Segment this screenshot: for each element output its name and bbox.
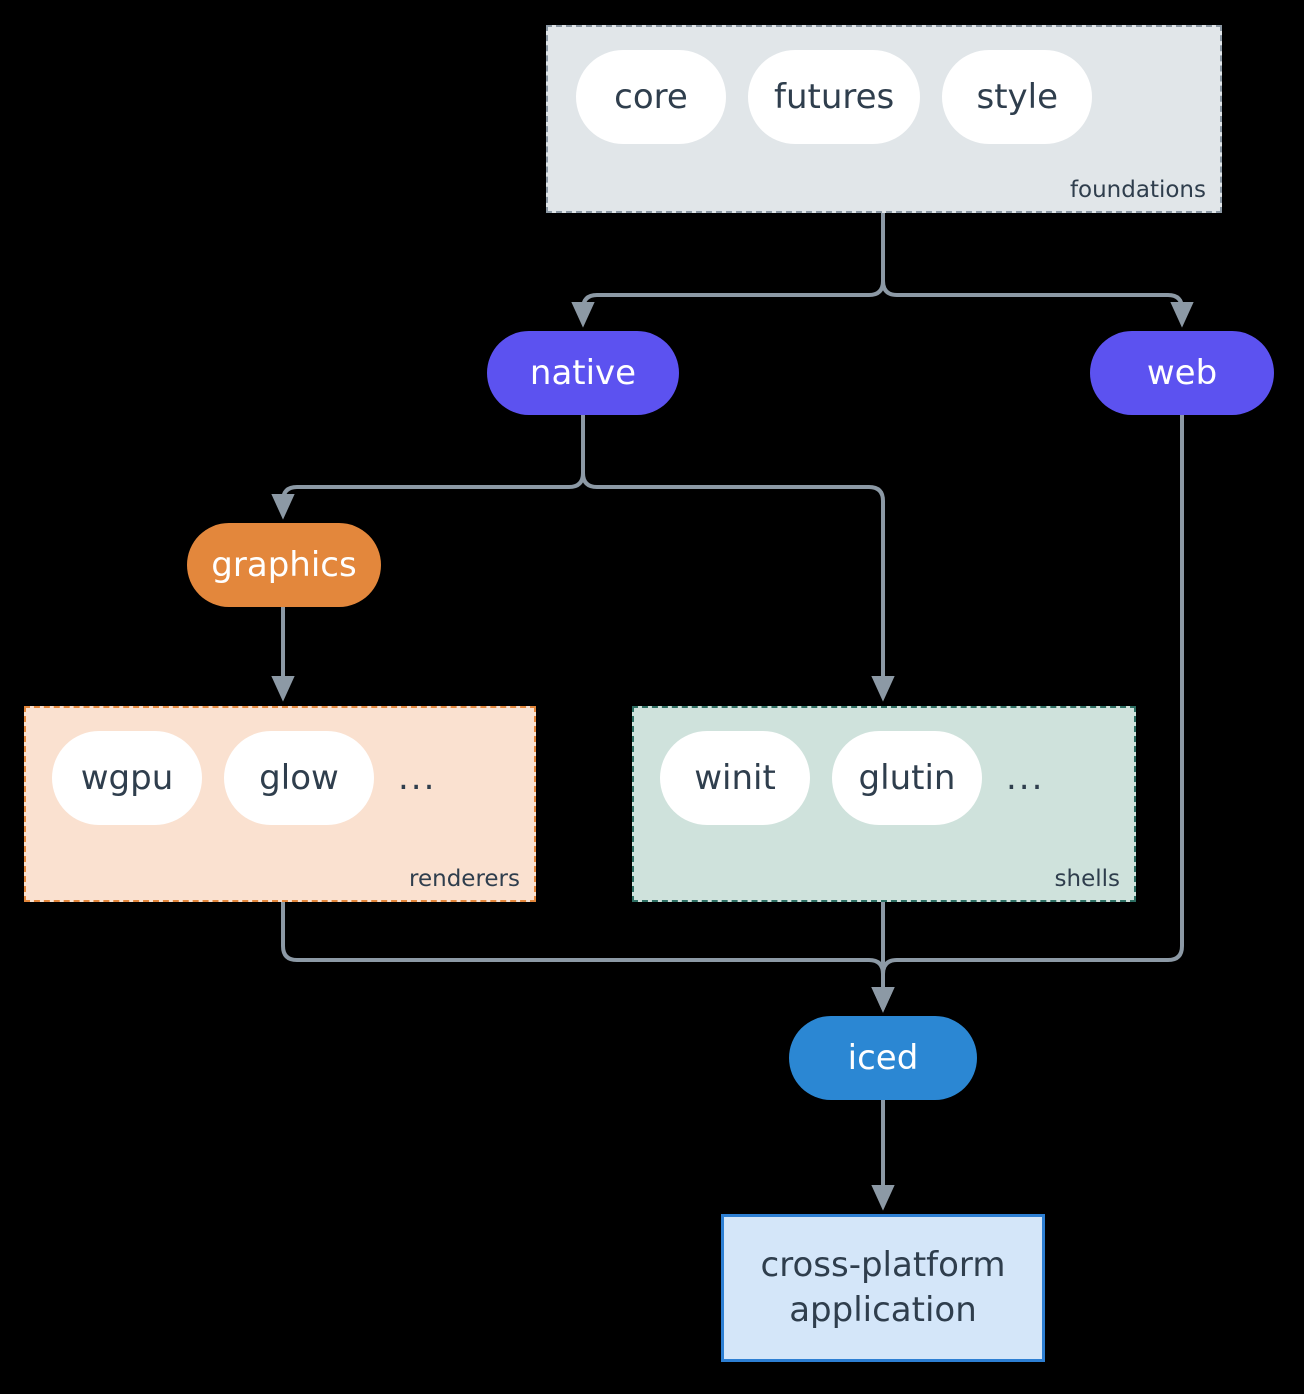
edge-native-to-graphics [271, 415, 585, 520]
node-futures[interactable]: futures [748, 50, 921, 144]
group-shells[interactable]: winit glutin ... shells [632, 706, 1136, 902]
node-glutin[interactable]: glutin [832, 731, 982, 825]
edge-foundations-to-web [881, 213, 1194, 328]
group-renderers[interactable]: wgpu glow ... renderers [24, 706, 536, 902]
node-winit[interactable]: winit [660, 731, 810, 825]
foundations-items: core futures style [576, 50, 1093, 144]
shells-items: winit glutin ... [660, 731, 1044, 825]
node-style[interactable]: style [942, 50, 1093, 144]
renderers-items: wgpu glow ... [52, 731, 436, 825]
edge-renderers-to-iced [281, 902, 895, 1013]
group-label-shells: shells [1054, 866, 1120, 892]
group-foundations[interactable]: core futures style foundations [546, 25, 1222, 213]
node-web[interactable]: web [1090, 331, 1274, 415]
node-glow[interactable]: glow [224, 731, 374, 825]
application-line-1: cross-platform [760, 1245, 1006, 1286]
node-wgpu[interactable]: wgpu [52, 731, 202, 825]
group-label-foundations: foundations [1069, 177, 1206, 203]
node-iced[interactable]: iced [789, 1016, 977, 1100]
group-label-renderers: renderers [409, 866, 520, 892]
edge-native-to-shells [581, 415, 895, 702]
application-line-2: application [789, 1290, 977, 1330]
node-core[interactable]: core [576, 50, 726, 144]
renderers-ellipsis: ... [398, 758, 437, 798]
node-native[interactable]: native [487, 331, 679, 415]
edge-foundations-to-native [571, 213, 885, 328]
shells-ellipsis: ... [1006, 758, 1045, 798]
node-cross-platform-application[interactable]: cross-platform application [721, 1214, 1045, 1362]
node-graphics[interactable]: graphics [187, 523, 381, 607]
